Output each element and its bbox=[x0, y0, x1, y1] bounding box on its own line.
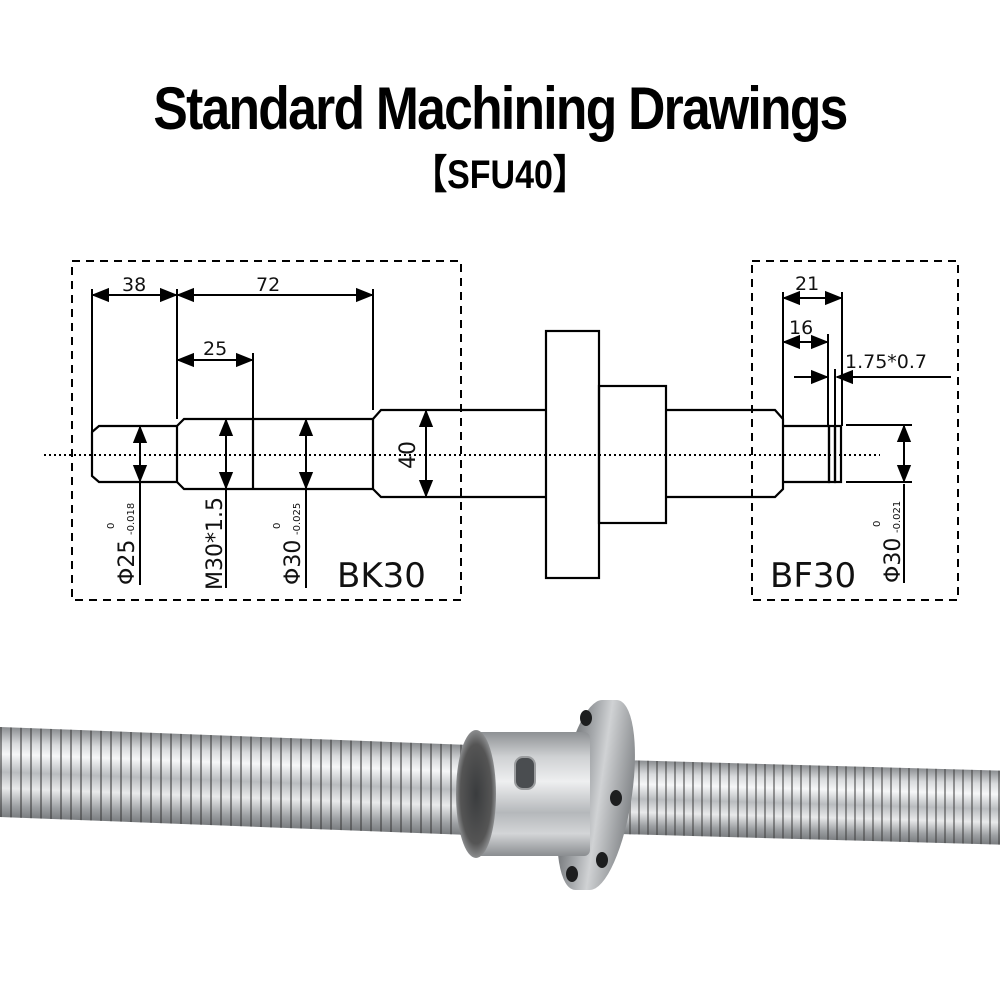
flange-hole-icon bbox=[610, 790, 622, 806]
callout-phi30-right-lower-tol: -0.021 bbox=[892, 501, 903, 533]
page-title: Standard Machining Drawings bbox=[153, 75, 848, 142]
ball-nut-seal bbox=[456, 730, 496, 858]
shaft-outline bbox=[90, 329, 843, 580]
screw-shaft-right bbox=[620, 760, 1000, 845]
dim-21: 21 bbox=[795, 273, 819, 295]
dim-groove: 1.75*0.7 bbox=[845, 351, 927, 373]
dim-38: 38 bbox=[122, 274, 146, 296]
dim-72: 72 bbox=[256, 274, 280, 296]
nut-return-window bbox=[514, 756, 536, 790]
left-dimensions bbox=[91, 287, 434, 588]
callout-phi30-right: Φ30 bbox=[881, 538, 906, 583]
callout-phi30: Φ30 bbox=[281, 540, 306, 585]
callout-phi25: Φ25 bbox=[115, 540, 140, 585]
callout-phi30-lower-tol: -0.025 bbox=[292, 503, 303, 535]
model-subtitle: 【SFU40】 bbox=[413, 153, 587, 197]
callout-phi25-lower-tol: -0.018 bbox=[126, 503, 137, 535]
flange-hole-icon bbox=[596, 852, 608, 868]
callout-phi30-right-upper-tol: 0 bbox=[872, 521, 883, 527]
ball-screw-photo bbox=[0, 680, 1000, 940]
bk30-label: BK30 bbox=[337, 556, 426, 596]
dim-16: 16 bbox=[789, 317, 813, 339]
dim-40: 40 bbox=[396, 441, 421, 469]
flange-hole-icon bbox=[566, 866, 578, 882]
bf30-label: BF30 bbox=[770, 556, 856, 596]
callout-m30: M30*1.5 bbox=[203, 497, 228, 590]
right-dimensions bbox=[782, 290, 951, 583]
screw-shaft-left bbox=[0, 726, 470, 835]
dim-25: 25 bbox=[203, 338, 227, 360]
callout-phi25-upper-tol: 0 bbox=[106, 523, 117, 529]
flange-hole-icon bbox=[580, 710, 592, 726]
machining-drawing: 38 72 25 40 Φ25 0 -0.018 M30*1.5 Φ30 0 -… bbox=[44, 260, 959, 601]
callout-phi30-upper-tol: 0 bbox=[272, 523, 283, 529]
bf30-boundary-box bbox=[751, 260, 959, 601]
